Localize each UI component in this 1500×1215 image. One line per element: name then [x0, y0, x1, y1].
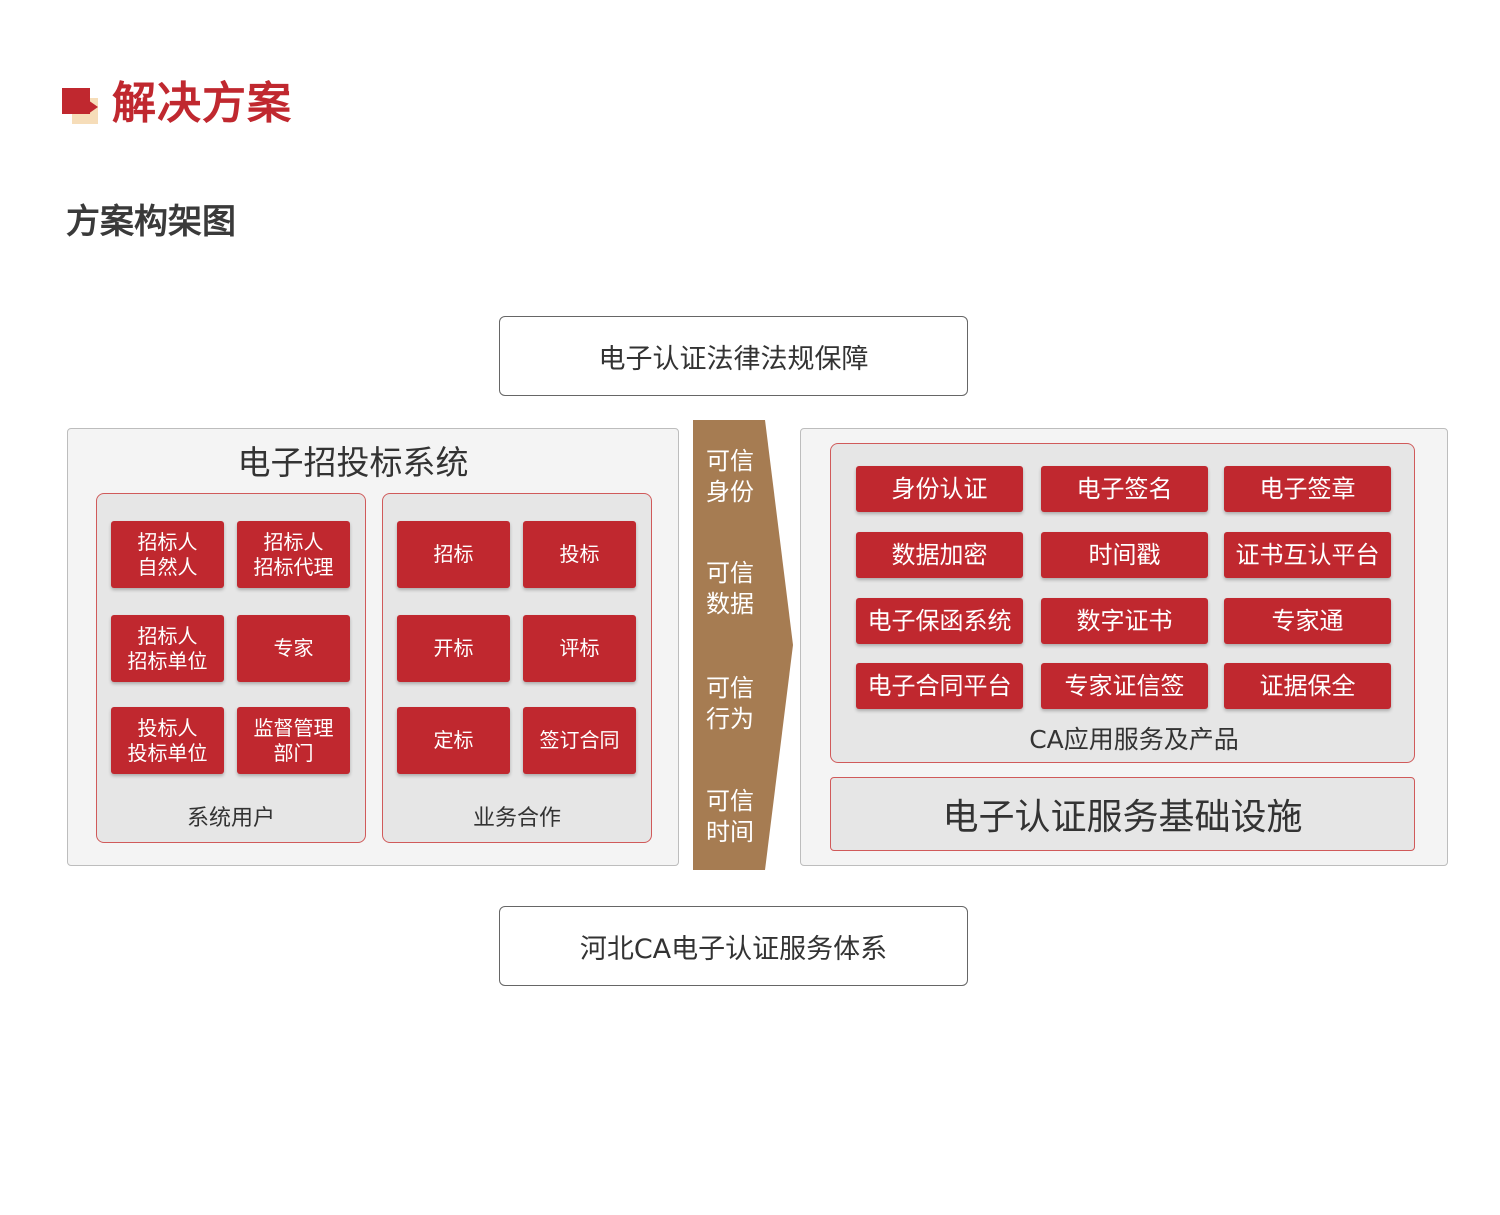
service-tile: 时间戳 [1041, 532, 1208, 578]
ca-service-system-box: 河北CA电子认证服务体系 [499, 906, 968, 986]
service-tile: 数据加密 [856, 532, 1023, 578]
trust-arrow-icon [693, 420, 793, 870]
user-tile: 招标人 招标代理 [237, 521, 350, 588]
bidding-system-panel: 电子招投标系统 招标人 自然人 招标人 招标代理 招标人 招标单位 专家 投标人… [67, 428, 679, 866]
ca-services-label: CA应用服务及产品 [1029, 725, 1239, 754]
user-tile: 监督管理 部门 [237, 707, 350, 774]
service-tile: 身份认证 [856, 466, 1023, 512]
section-subtitle: 方案构架图 [66, 202, 236, 242]
business-tile: 评标 [523, 615, 636, 682]
business-tile: 签订合同 [523, 707, 636, 774]
title-bullet-icon [62, 88, 102, 128]
system-users-group: 招标人 自然人 招标人 招标代理 招标人 招标单位 专家 投标人 投标单位 监督… [96, 493, 366, 843]
user-tile: 专家 [237, 615, 350, 682]
trust-time-label: 可信 时间 [706, 787, 754, 846]
legal-guarantee-box: 电子认证法律法规保障 [499, 316, 968, 396]
service-tile: 数字证书 [1041, 598, 1208, 644]
system-users-label: 系统用户 [186, 806, 275, 831]
business-tile: 招标 [397, 521, 510, 588]
service-tile: 专家证信签 [1041, 663, 1208, 709]
user-tile: 招标人 自然人 [111, 521, 224, 588]
service-tile: 专家通 [1224, 598, 1391, 644]
user-tile: 投标人 投标单位 [111, 707, 224, 774]
infrastructure-box: 电子认证服务基础设施 [830, 777, 1415, 851]
business-tile: 开标 [397, 615, 510, 682]
business-tile: 定标 [397, 707, 510, 774]
ca-services-group: 身份认证 电子签名 电子签章 数据加密 时间戳 证书互认平台 电子保函系统 数字… [830, 443, 1415, 763]
business-group: 招标 投标 开标 评标 定标 签订合同 业务合作 [382, 493, 652, 843]
trust-identity-label: 可信 身份 [706, 447, 754, 506]
business-label: 业务合作 [472, 806, 561, 831]
user-tile: 招标人 招标单位 [111, 615, 224, 682]
trust-behavior-label: 可信 行为 [706, 674, 754, 733]
service-tile: 证据保全 [1224, 663, 1391, 709]
service-tile: 电子签名 [1041, 466, 1208, 512]
bidding-system-title: 电子招投标系统 [237, 443, 469, 482]
service-tile: 证书互认平台 [1224, 532, 1391, 578]
page-title: 解决方案 [112, 78, 292, 129]
business-tile: 投标 [523, 521, 636, 588]
service-tile: 电子签章 [1224, 466, 1391, 512]
service-tile: 电子保函系统 [856, 598, 1023, 644]
service-tile: 电子合同平台 [856, 663, 1023, 709]
trust-data-label: 可信 数据 [706, 559, 754, 618]
